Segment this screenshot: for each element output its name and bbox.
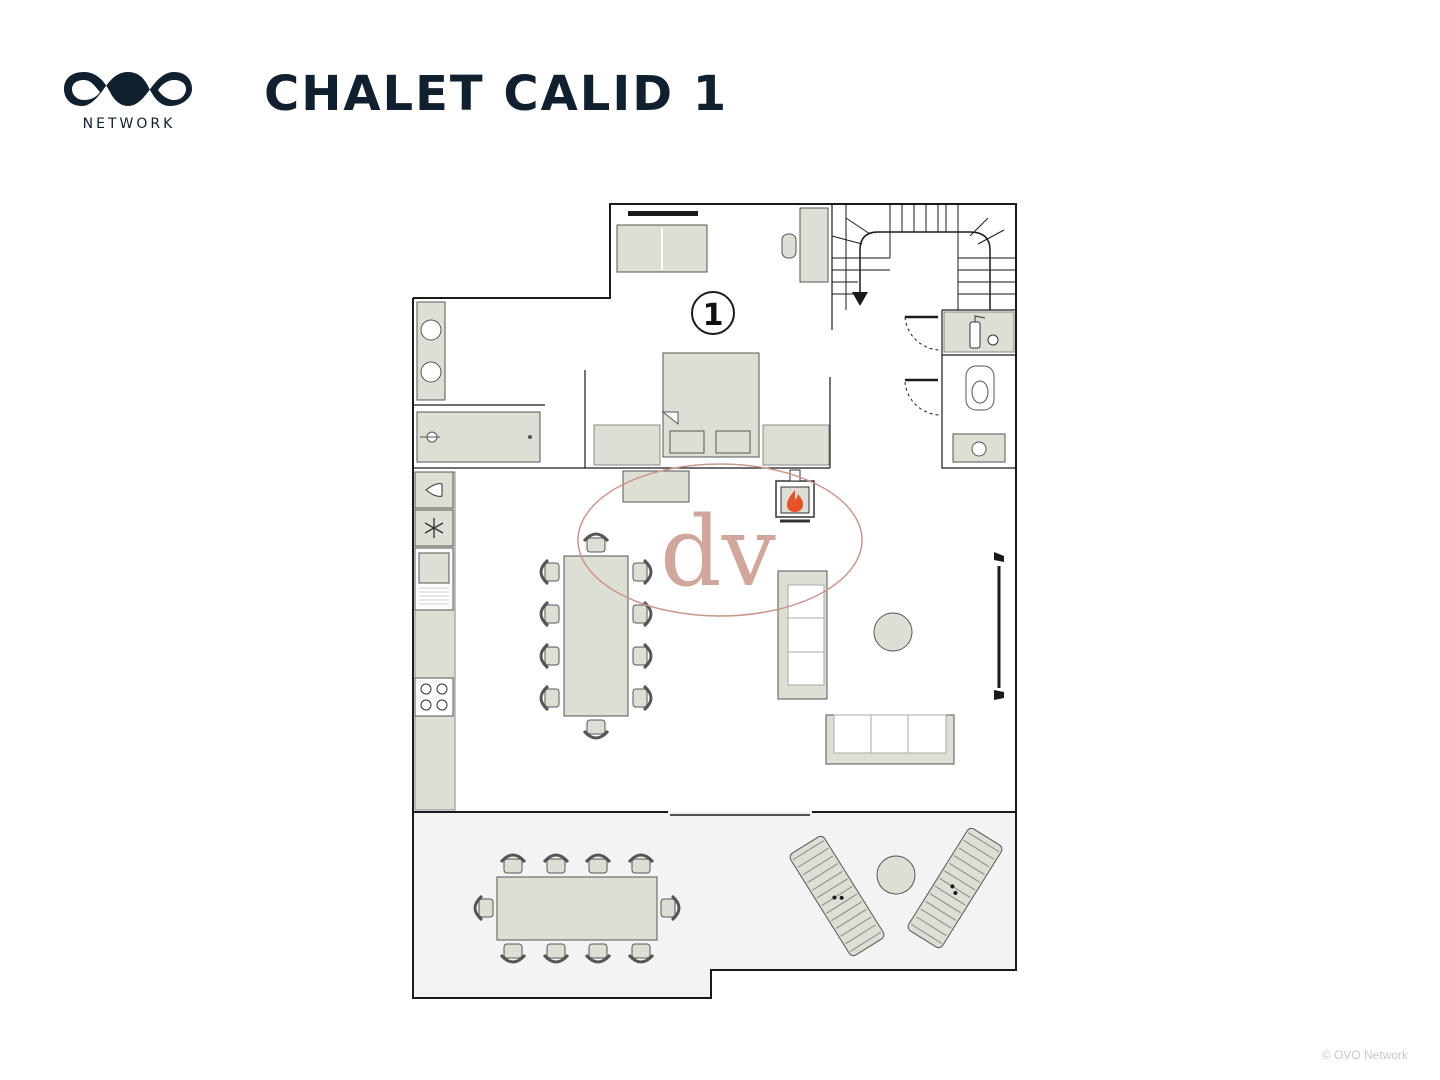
watermark-ring: [577, 463, 863, 617]
terrace-side-table: [876, 855, 916, 895]
chair: [584, 853, 612, 874]
chair: [499, 943, 527, 964]
watermark-text: dv: [660, 496, 776, 608]
sun-lounger-right: [907, 827, 1003, 949]
right-wc: [943, 311, 1015, 463]
terrace-chairs: [473, 853, 681, 964]
door-swings: [904, 316, 941, 416]
terrace-furniture: [473, 827, 1003, 964]
cooktop: [414, 677, 454, 717]
living-room: [777, 552, 1004, 765]
dining-chairs-right: [632, 558, 653, 712]
wardrobe-left: [593, 424, 661, 466]
ovo-logo: NETWORK: [62, 64, 196, 136]
watermark: dv: [577, 463, 863, 617]
chair: [582, 719, 610, 740]
pillow-right: [715, 430, 751, 454]
stairs-arrow-icon: [852, 292, 868, 306]
chair: [660, 894, 681, 922]
chair: [632, 600, 653, 628]
desk-chair: [781, 233, 797, 259]
chair: [632, 642, 653, 670]
dishwasher: [414, 471, 454, 509]
chair: [584, 943, 612, 964]
page-title: CHALET CALID 1: [264, 66, 729, 122]
copyright: © OVO Network: [1321, 1048, 1408, 1062]
left-bathroom: [416, 301, 541, 463]
sun-lounger-left: [789, 835, 885, 957]
fire-extinguisher-icon: [969, 315, 999, 349]
chair: [582, 532, 610, 553]
chair: [473, 894, 494, 922]
chair: [542, 943, 570, 964]
chair: [542, 853, 570, 874]
water-drop-icon: [425, 483, 443, 497]
chair: [632, 558, 653, 586]
wardrobe-right: [762, 424, 830, 466]
dining-set: [539, 532, 653, 740]
sideboard: [622, 470, 690, 503]
sink-2: [420, 361, 442, 383]
fireplace: [775, 469, 815, 523]
terrace-table: [496, 876, 658, 941]
dining-table: [563, 555, 629, 717]
chair: [539, 642, 560, 670]
fireplace-icon: [787, 490, 803, 512]
coffee-table: [873, 612, 913, 652]
desk: [799, 207, 829, 283]
dining-chairs-left: [539, 558, 560, 712]
room-number-badge: [691, 291, 735, 335]
chair: [627, 853, 655, 874]
chair: [539, 600, 560, 628]
pillow-left: [669, 430, 705, 454]
interior-walls: [413, 204, 1016, 469]
chair: [627, 943, 655, 964]
brand-name: NETWORK: [82, 116, 176, 132]
outer-walls: [412, 203, 1017, 999]
doors: [905, 315, 938, 382]
chair: [632, 684, 653, 712]
chair: [539, 684, 560, 712]
ovo-logo-icon: [64, 72, 192, 106]
bedroom-furniture: 1: [593, 207, 830, 466]
chair: [499, 853, 527, 874]
chair: [539, 558, 560, 586]
room-number: 1: [703, 298, 724, 333]
speaker-top: [994, 552, 1004, 562]
sink-1: [420, 319, 442, 341]
vanity: [416, 301, 446, 401]
speaker-bottom: [994, 690, 1004, 700]
tv: [628, 211, 698, 216]
snowflake-icon: [424, 518, 444, 538]
kitchen: [414, 471, 456, 811]
